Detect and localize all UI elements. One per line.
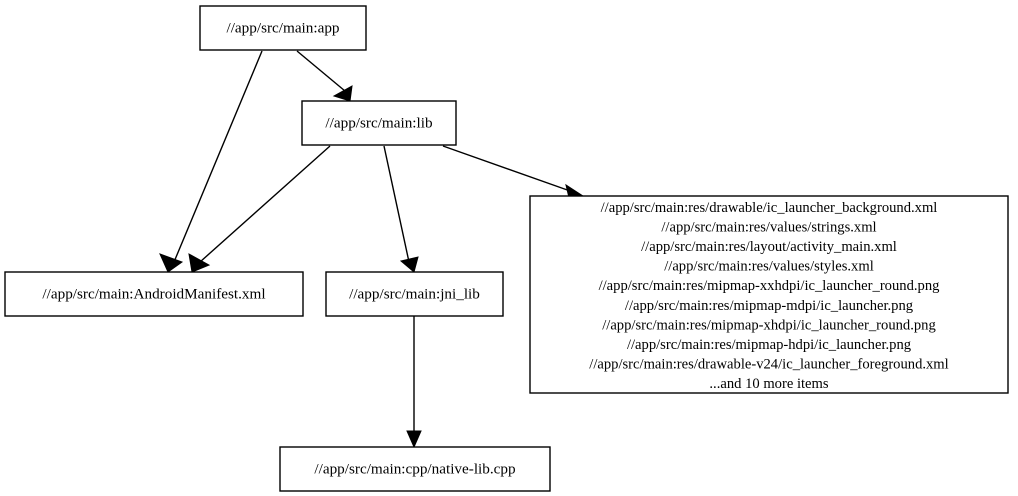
graph-node-res[interactable]: //app/src/main:res/drawable/ic_launcher_… [529,195,1009,394]
node-label: //app/src/main:jni_lib [349,285,480,302]
graph-node-jni_lib[interactable]: //app/src/main:jni_lib [325,271,504,317]
node-label-line: //app/src/main:res/mipmap-xxhdpi/ic_laun… [599,278,941,294]
nodes-layer: //app/src/main:app //app/src/main:lib //ap… [4,5,1009,492]
node-box[interactable] [325,271,504,317]
edge-app-to-lib [296,50,353,102]
node-label-line: //app/src/main:res/layout/activity_main.… [641,239,897,255]
edge-line [296,50,346,92]
node-label-line: //app/src/main:res/mipmap-xhdpi/ic_launc… [602,317,936,333]
edge-line [173,50,263,263]
arrowhead-icon [159,253,184,273]
node-label: //app/src/main:AndroidManifest.xml [42,285,265,302]
node-label-line: //app/src/main:res/values/strings.xml [661,219,876,235]
node-label: //app/src/main:app [226,19,339,36]
node-label-line: ...and 10 more items [709,376,828,392]
node-box[interactable] [529,195,1009,394]
edge-lib-to-res [442,145,585,203]
graph-node-app[interactable]: //app/src/main:app [199,5,367,51]
arrowhead-icon [332,85,353,102]
node-box[interactable] [199,5,367,51]
edge-lib-to-manifest [188,145,331,273]
node-box[interactable] [4,271,304,317]
node-label-line: //app/src/main:res/drawable-v24/ic_launc… [589,357,948,373]
arrowhead-icon [399,256,419,273]
node-label-line: //app/src/main:res/mipmap-mdpi/ic_launch… [625,298,914,314]
node-label: //app/src/main:cpp/native-lib.cpp [314,460,515,477]
node-label-line: //app/src/main:res/mipmap-hdpi/ic_launch… [627,337,912,353]
edge-lib-to-jni_lib [383,145,419,273]
arrowhead-icon [406,430,422,449]
graph-node-manifest[interactable]: //app/src/main:AndroidManifest.xml [4,271,304,317]
edge-line [442,145,574,193]
edge-line [199,145,331,263]
node-label: //app/src/main:lib [325,114,433,131]
node-box[interactable] [279,446,551,492]
node-label-line: //app/src/main:res/drawable/ic_launcher_… [601,200,938,216]
edge-jni_lib-to-native_lib [406,316,422,449]
node-box[interactable] [301,100,457,146]
edge-line [383,145,410,263]
graph-node-lib[interactable]: //app/src/main:lib [301,100,457,146]
edges-layer [159,50,585,449]
graph-node-native_lib[interactable]: //app/src/main:cpp/native-lib.cpp [279,446,551,492]
node-label-line: //app/src/main:res/values/styles.xml [664,259,874,275]
edge-app-to-manifest [159,50,263,273]
arrowhead-icon [188,253,211,273]
